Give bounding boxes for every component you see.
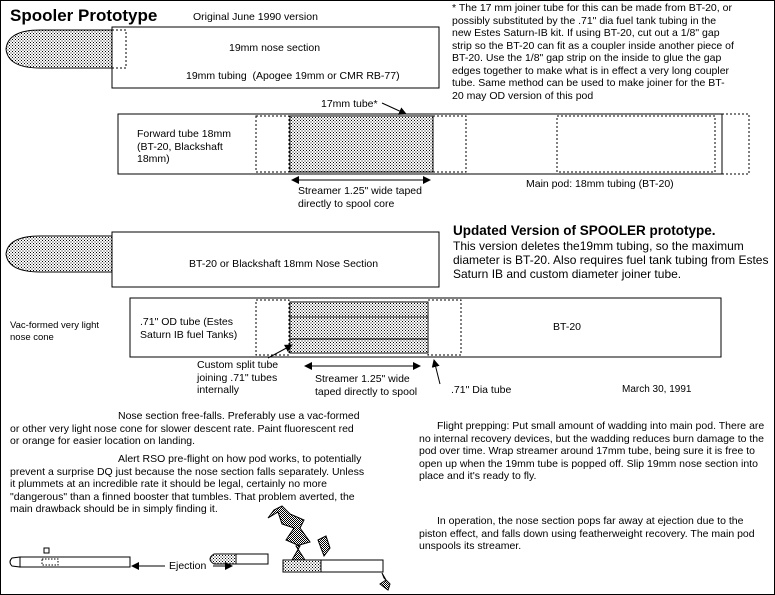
flight-prep-note: Flight prepping: Put small amount of wad… (419, 420, 765, 482)
top-tubing-label: 19mm tubing (Apogee 19mm or CMR RB-77) (186, 70, 400, 82)
joiner-tube-note: * The 17 mm joiner tube for this can be … (452, 2, 734, 102)
top-pod (117, 113, 750, 175)
top-nose-section (5, 26, 440, 89)
split-tube-arrow (267, 344, 293, 359)
updated-description: This version deletes the19mm tubing, so … (453, 239, 769, 281)
dia-tube-arrow (431, 359, 441, 385)
operation-note: In operation, the nose section pops far … (419, 515, 755, 552)
ejection-sketch (9, 505, 391, 591)
forward-tube-label: Forward tube 18mm (BT-20, Blackshaft 18m… (137, 128, 231, 165)
bottom-nose-section (5, 231, 440, 288)
bottom-nose-label: BT-20 or Blackshaft 18mm Nose Section (189, 258, 379, 270)
joiner-tube-label: 17mm tube* (321, 98, 378, 110)
joiner-arrow (381, 102, 407, 115)
bt20-label: BT-20 (553, 321, 582, 333)
split-tube-label: Custom split tube joining .71" tubes int… (197, 359, 279, 396)
page-title: Spooler Prototype (10, 6, 158, 25)
original-version-label: Original June 1990 version (193, 11, 318, 23)
od-tube-label: .71" OD tube (Estes Saturn IB fuel Tanks… (140, 316, 238, 341)
top-streamer-label: Streamer 1.25" wide taped directly to sp… (298, 185, 422, 210)
top-nose-label: 19mm nose section (229, 42, 321, 54)
bottom-pod (129, 297, 722, 358)
date-label: March 30, 1991 (622, 384, 692, 395)
dia-tube-label: .71" Dia tube (451, 384, 512, 396)
vac-formed-label: Vac-formed very light nose cone (10, 320, 100, 343)
ejection-label: Ejection (169, 560, 207, 572)
main-pod-label: Main pod: 18mm tubing (BT-20) (526, 178, 674, 190)
rso-note: Alert RSO pre-flight on how pod works, t… (10, 453, 365, 515)
nose-freefall-note: Nose section free-falls. Preferably use … (10, 410, 360, 447)
bottom-streamer-label: Streamer 1.25" wide taped directly to sp… (315, 373, 418, 398)
updated-heading: Updated Version of SPOOLER prototype. (453, 223, 716, 238)
